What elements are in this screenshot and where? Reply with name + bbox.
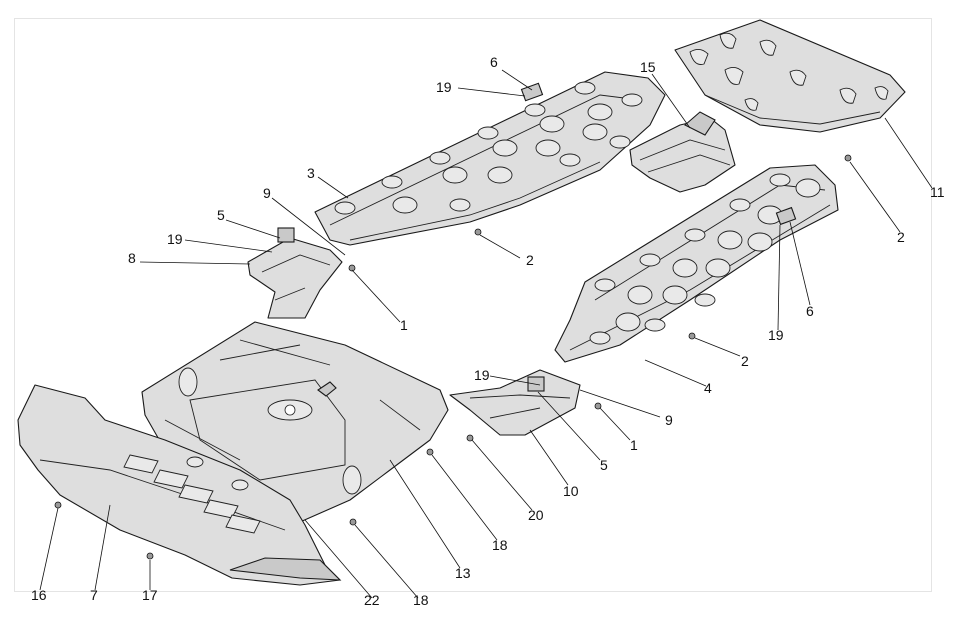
part-15-rear-bracket <box>629 111 736 193</box>
callout-19-lower: 19 <box>474 367 490 383</box>
callout-2-rear: 2 <box>897 229 905 245</box>
diagram-frame <box>14 18 932 592</box>
callout-15: 15 <box>640 59 656 75</box>
bolt-2c <box>688 332 696 340</box>
callout-7: 7 <box>90 587 98 603</box>
leader-lines <box>39 69 933 599</box>
bolt-17 <box>146 552 154 560</box>
callout-19-upper: 19 <box>436 79 452 95</box>
part-10-right-bracket <box>449 369 581 436</box>
callout-6-right: 6 <box>806 303 814 319</box>
bolt-1b <box>594 402 602 410</box>
callout-5-right: 5 <box>600 457 608 473</box>
bolt-2b <box>844 154 852 162</box>
callout-17: 17 <box>142 587 158 603</box>
callout-6-upper: 6 <box>490 54 498 70</box>
bolt-2a <box>474 228 482 236</box>
callout-13: 13 <box>455 565 471 581</box>
callout-9-left: 9 <box>263 185 271 201</box>
callout-10: 10 <box>563 483 579 499</box>
callout-1-left: 1 <box>400 317 408 333</box>
part-3-left-panel <box>314 71 666 246</box>
callout-22: 22 <box>364 592 380 608</box>
callout-19-right: 19 <box>768 327 784 343</box>
bolt-18a <box>426 448 434 456</box>
callout-11: 11 <box>930 184 945 200</box>
part-4-right-panel <box>554 164 839 363</box>
callout-18-upper: 18 <box>492 537 508 553</box>
callout-16: 16 <box>31 587 47 603</box>
fasteners <box>54 154 852 560</box>
callout-19-left: 19 <box>167 231 183 247</box>
callout-4: 4 <box>704 380 712 396</box>
callout-2-center: 2 <box>526 252 534 268</box>
callout-3: 3 <box>307 165 315 181</box>
callout-8: 8 <box>128 250 136 266</box>
part-8-left-bracket <box>247 227 343 319</box>
bolt-16 <box>54 501 62 509</box>
part-7-front-panel <box>17 384 342 586</box>
bolt-20 <box>466 434 474 442</box>
callout-2-right: 2 <box>741 353 749 369</box>
callout-1-right: 1 <box>630 437 638 453</box>
bolt-18b <box>349 518 357 526</box>
callout-18-lower: 18 <box>413 592 429 608</box>
callout-20: 20 <box>528 507 544 523</box>
callouts: 6 19 15 3 9 5 19 8 2 1 11 2 6 19 2 4 19 … <box>31 54 945 608</box>
callout-9-right: 9 <box>665 412 673 428</box>
callout-5-left: 5 <box>217 207 225 223</box>
bolt-1a <box>348 264 356 272</box>
part-11-rear-shield <box>674 19 906 133</box>
